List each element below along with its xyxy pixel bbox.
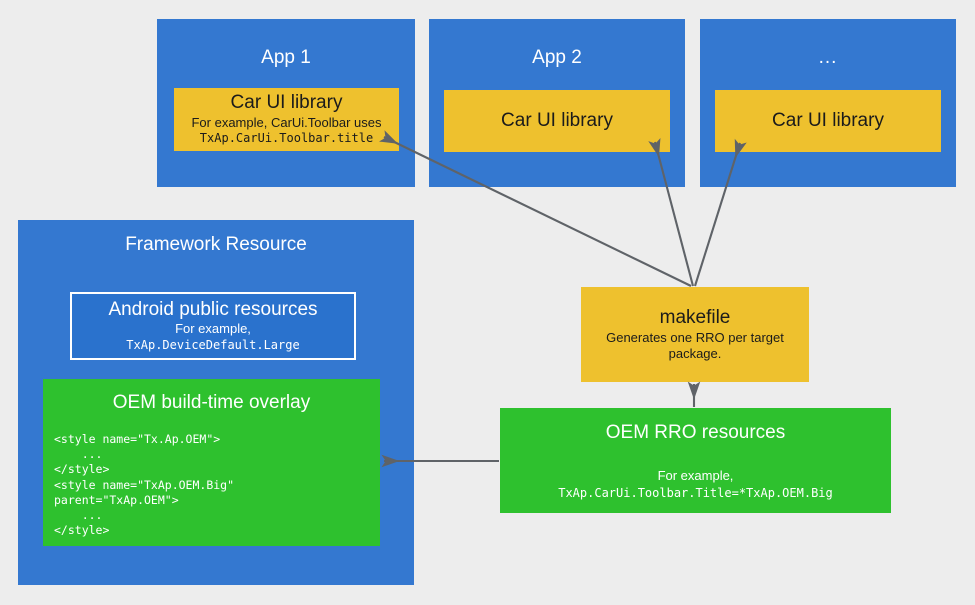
app-3-container: ... Car UI library (700, 19, 956, 187)
oem-build-time-overlay-title: OEM build-time overlay (112, 392, 311, 413)
oem-rro-resources-box: OEM RRO resources For example, TxAp.CarU… (500, 408, 891, 513)
app-3-library-title: Car UI library (772, 109, 884, 131)
app-1-library-subtitle: For example, CarUi.Toolbar uses (191, 114, 382, 130)
makefile-subtitle: Generates one RRO per target package. (606, 329, 784, 361)
android-public-resources-title: Android public resources (108, 298, 318, 320)
app-2-car-ui-library: Car UI library (444, 90, 670, 152)
oem-build-time-overlay-box: OEM build-time overlay <style name="Tx.A… (43, 379, 380, 546)
app-2-container: App 2 Car UI library (429, 19, 685, 187)
framework-resource-container: Framework Resource Android public resour… (18, 220, 414, 585)
app-1-library-title: Car UI library (230, 92, 343, 114)
makefile-box: makefile Generates one RRO per target pa… (581, 287, 809, 382)
app-1-car-ui-library: Car UI library For example, CarUi.Toolba… (174, 88, 399, 151)
app-1-title: App 1 (261, 47, 311, 68)
makefile-title: makefile (659, 306, 731, 328)
framework-resource-title: Framework Resource (125, 234, 307, 255)
app-1-container: App 1 Car UI library For example, CarUi.… (157, 19, 415, 187)
oem-build-time-overlay-code: <style name="Tx.Ap.OEM"> ... </style> <s… (54, 432, 235, 538)
oem-rro-resources-subtitle: For example, (657, 468, 734, 483)
android-public-resources-box: Android public resources For example, Tx… (70, 292, 356, 360)
app-3-car-ui-library: Car UI library (715, 90, 941, 152)
oem-rro-resources-title: OEM RRO resources (605, 422, 786, 443)
android-public-resources-subtitle: For example, (175, 321, 251, 337)
app-2-library-title: Car UI library (501, 109, 613, 131)
app-2-title: App 2 (532, 47, 582, 68)
app-3-title: ... (818, 47, 838, 68)
app-1-library-code: TxAp.CarUi.Toolbar.title (199, 131, 374, 146)
oem-rro-resources-code: TxAp.CarUi.Toolbar.Title=*TxAp.OEM.Big (558, 486, 833, 500)
android-public-resources-code: TxAp.DeviceDefault.Large (126, 337, 300, 352)
